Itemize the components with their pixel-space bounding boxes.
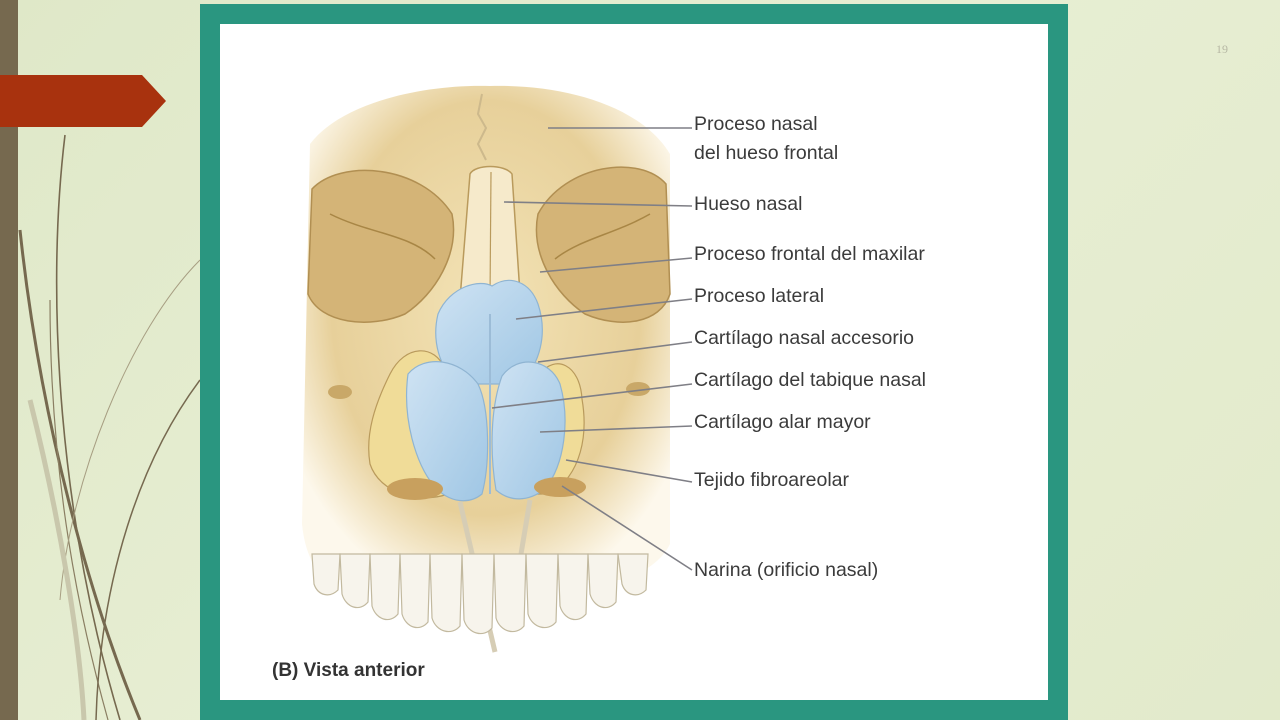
alar-cartilage-left xyxy=(406,361,489,502)
label-cartilago-nasal-accesorio: Cartílago nasal accesorio xyxy=(694,327,915,349)
teeth xyxy=(311,553,649,635)
accent-arrow-tag xyxy=(0,75,166,127)
decorative-curves xyxy=(18,134,201,720)
label-cartilago-alar-mayor: Cartílago alar mayor xyxy=(694,411,871,433)
label-line: Proceso nasal xyxy=(694,113,818,135)
leader-lines xyxy=(491,127,693,571)
label-narina: Narina (orificio nasal) xyxy=(694,559,879,581)
nostril-right xyxy=(534,477,586,497)
label-hueso-nasal: Hueso nasal xyxy=(694,193,803,215)
nostril-left xyxy=(387,478,443,500)
slide-number: 19 xyxy=(1216,42,1228,56)
left-orbit xyxy=(307,169,455,323)
diagram-caption: (B) Vista anterior xyxy=(272,660,425,681)
label-tejido-fibroareolar: Tejido fibroareolar xyxy=(694,469,850,491)
left-accent-bar xyxy=(0,0,18,720)
right-orbit xyxy=(535,166,671,323)
diagram-panel: Proceso nasal del hueso frontal Hueso na… xyxy=(220,24,1048,700)
label-line: del hueso frontal xyxy=(694,142,839,164)
nose-skull-illustration xyxy=(302,85,693,653)
label-proceso-nasal-frontal: Proceso nasal del hueso frontal xyxy=(694,110,838,168)
label-proceso-frontal-maxilar: Proceso frontal del maxilar xyxy=(694,243,925,265)
label-proceso-lateral: Proceso lateral xyxy=(694,285,825,307)
label-cartilago-tabique-nasal: Cartílago del tabique nasal xyxy=(694,369,926,391)
